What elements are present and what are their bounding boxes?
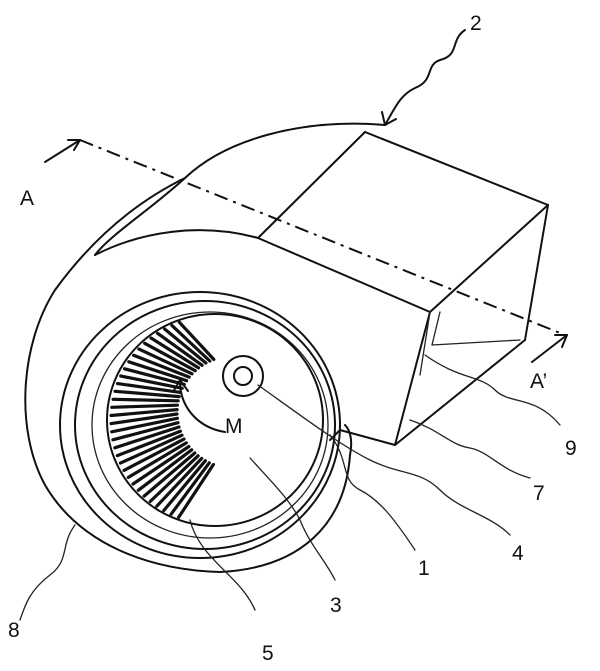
impeller-blade [109, 408, 179, 418]
leader-3 [249, 457, 336, 581]
leader-7 [409, 419, 531, 479]
impeller-blade [131, 444, 191, 486]
impeller-blade [142, 451, 197, 498]
impeller-opening [106, 313, 324, 527]
impeller-blade [111, 397, 180, 403]
label-3: 3 [330, 594, 342, 617]
impeller-blade [122, 437, 186, 472]
section-arrow-a-head [67, 139, 81, 151]
impeller-blade [177, 462, 215, 520]
impeller-blade [109, 412, 179, 426]
label-M: M [225, 415, 243, 438]
section-arrow-a [44, 139, 81, 163]
label-1: 1 [418, 557, 430, 580]
outlet-duct-front-edge [394, 311, 431, 446]
housing-scroll-top [94, 229, 259, 256]
impeller-blade [122, 367, 186, 386]
impeller-blade [177, 320, 216, 361]
section-arrow-ap-head [554, 334, 568, 348]
outlet-duct-right [524, 204, 549, 341]
impeller-blade [127, 360, 189, 383]
impeller-blade [169, 461, 211, 516]
impeller-blade [111, 421, 180, 442]
motor-hub-inner [233, 366, 253, 386]
label-5: 5 [262, 642, 274, 665]
housing-outline [24, 122, 386, 573]
inlet-ring-outer [59, 291, 341, 559]
impeller-blade [143, 341, 197, 373]
leader-2-head [381, 111, 397, 126]
rotation-arrow [179, 384, 226, 433]
impeller-blade [118, 433, 184, 465]
impeller-blade [136, 448, 194, 492]
impeller-blade [119, 374, 184, 390]
outlet-duct-bottom [394, 339, 526, 446]
label-7: 7 [533, 482, 545, 505]
housing-top-edge [94, 177, 186, 256]
impeller-blade [113, 389, 181, 399]
impeller-blade [156, 331, 204, 367]
motor-hub-outer [222, 355, 264, 397]
leader-1 [329, 434, 416, 551]
impeller-blade [110, 416, 179, 434]
impeller-blades [109, 320, 216, 520]
label-A: A [20, 187, 34, 210]
outlet-duct-top-back [364, 131, 549, 206]
outlet-opening-inner-top [429, 204, 549, 313]
leader-5 [189, 519, 256, 611]
impeller-blade [170, 323, 212, 363]
label-A-prime: A’ [530, 370, 547, 393]
impeller-blade [110, 403, 179, 409]
leader-2 [384, 29, 466, 126]
outlet-opening-inner [431, 311, 521, 346]
leader-8 [19, 524, 76, 621]
label-2: 2 [470, 12, 482, 35]
impeller-blade [115, 429, 182, 458]
impeller-blade [155, 456, 204, 508]
leader-9 [424, 354, 561, 426]
label-8: 8 [8, 619, 20, 642]
impeller-blade [162, 459, 207, 513]
impeller-blade [148, 454, 200, 503]
impeller-blade [132, 353, 191, 379]
impeller-blade [115, 382, 183, 394]
outlet-duct-top-front [257, 237, 431, 313]
outlet-duct-seam [257, 131, 366, 239]
impeller-blade [113, 425, 181, 450]
label-4: 4 [512, 542, 524, 565]
outlet-inner-wall [419, 311, 431, 376]
section-line [79, 139, 566, 336]
label-9: 9 [565, 437, 577, 460]
inlet-ring-inner [91, 311, 329, 539]
leader-4 [257, 384, 511, 536]
section-arrow-ap [531, 334, 568, 363]
impeller-blade [149, 336, 201, 370]
rotation-arrow-head [172, 379, 189, 393]
impeller-blade [126, 441, 188, 479]
impeller-blade [137, 347, 194, 376]
impeller-blade [163, 327, 208, 365]
